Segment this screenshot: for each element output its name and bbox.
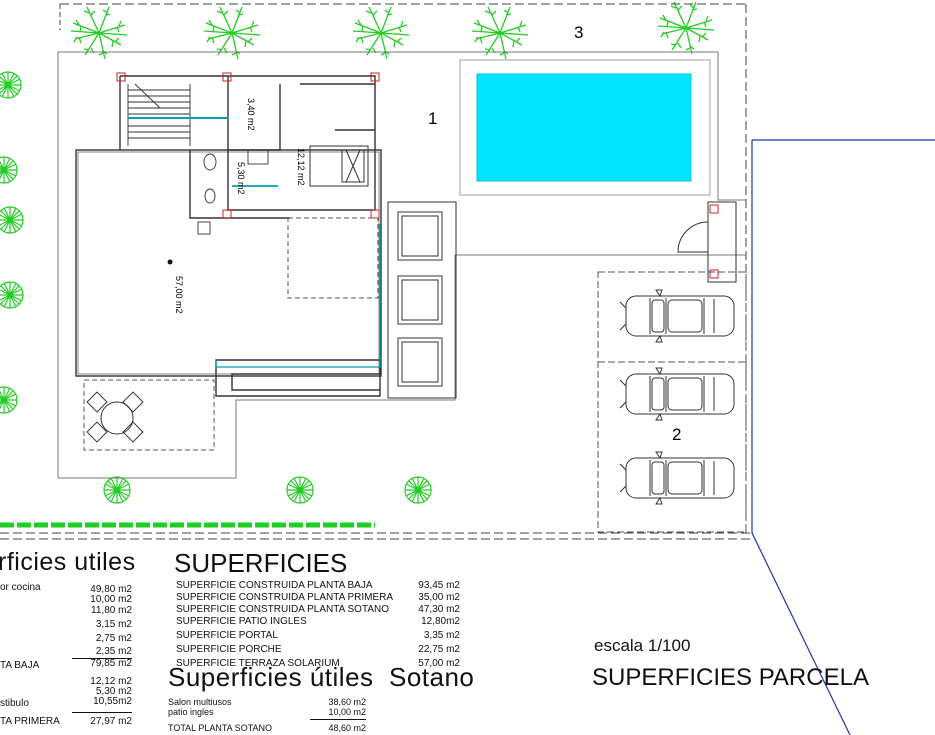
sup-label-4: SUPERFICIE PORTAL bbox=[176, 630, 278, 641]
left-row-value-0: 49,80 m2 bbox=[90, 584, 132, 595]
left-row-label-6: TA BAJA bbox=[0, 660, 40, 671]
dining-table bbox=[83, 379, 215, 451]
left-row-label-9: stibulo bbox=[0, 698, 29, 709]
left-row-value-3: 3,15 m2 bbox=[95, 619, 132, 630]
terrace-platform bbox=[57, 51, 746, 479]
staircase bbox=[127, 83, 228, 146]
sup-label-3: SUPERFICIE PATIO INGLES bbox=[176, 616, 307, 627]
sup-value-3: 12,80m2 bbox=[421, 616, 460, 627]
sup-value-6: 57,00 m2 bbox=[418, 658, 460, 669]
parked-cars bbox=[619, 289, 735, 505]
columns bbox=[116, 72, 719, 279]
sup-value-1: 35,00 m2 bbox=[418, 592, 460, 603]
left-row-label-0: or cocina bbox=[0, 582, 41, 593]
left-row-value-9: 10,55m2 bbox=[93, 696, 132, 707]
parcel-title: SUPERFICIES PARCELA bbox=[592, 664, 869, 691]
bed bbox=[309, 145, 369, 187]
bath-area-label: 5,30 m2 bbox=[236, 162, 246, 195]
left-table-rule-2 bbox=[72, 712, 132, 713]
boundary-line bbox=[751, 139, 935, 735]
sup-label-1: SUPERFICIE CONSTRUIDA PLANTA PRIMERA bbox=[176, 592, 394, 603]
left-row-label-10: TA PRIMERA bbox=[0, 716, 60, 727]
sup-value-5: 22,75 m2 bbox=[418, 644, 460, 655]
sotano-value-1: 10,00 m2 bbox=[328, 707, 366, 717]
water-pipe-terrace bbox=[215, 224, 381, 368]
zone-label-2: 2 bbox=[672, 425, 681, 444]
left-table-title: rficies utiles bbox=[0, 548, 136, 576]
garage bbox=[597, 271, 747, 533]
left-shrubs bbox=[0, 71, 432, 504]
palm-tree-group bbox=[70, 1, 715, 60]
sotano-value-2: 48,60 m2 bbox=[328, 723, 366, 733]
sup-label-6: SUPERFICIE TERRAZA SOLARIUM bbox=[176, 658, 340, 669]
zone-label-3: 3 bbox=[574, 23, 583, 42]
sotano-label-2: TOTAL PLANTA SOTANO bbox=[168, 723, 273, 733]
zone-label-1: 1 bbox=[428, 109, 437, 128]
sotano-value-0: 38,60 m2 bbox=[328, 697, 366, 707]
porch-outline bbox=[287, 217, 379, 299]
sotano-label-0: Salon multiusos bbox=[168, 697, 232, 707]
plot-boundary bbox=[0, 3, 752, 540]
left-row-value-7: 12,12 m2 bbox=[90, 676, 132, 687]
left-row-value-1: 10,00 m2 bbox=[90, 594, 132, 605]
sup-value-0: 93,45 m2 bbox=[418, 580, 460, 591]
sotano-rule bbox=[310, 719, 366, 720]
sotano-title: Superficies útiles Sotano bbox=[168, 662, 475, 692]
sotano-table: Salon multiusos 38,60 m2 patio ingles 10… bbox=[168, 696, 378, 735]
sup-value-4: 3,35 m2 bbox=[423, 630, 460, 641]
stair-area-label: 3,40 m2 bbox=[246, 98, 256, 131]
terrace-area-label: 57,00 m2 bbox=[174, 276, 184, 314]
planter-boxes bbox=[387, 201, 457, 399]
sotano-label-1: patio ingles bbox=[168, 707, 214, 717]
left-row-value-5: 2,35 m2 bbox=[95, 646, 132, 657]
left-table: or cocina 49,80 m2 10,00 m2 11,80 m2 3,1… bbox=[0, 582, 140, 735]
entrance-portal bbox=[677, 201, 737, 283]
sup-label-2: SUPERFICIE CONSTRUIDA PLANTA SOTANO bbox=[176, 604, 389, 615]
sup-value-2: 47,30 m2 bbox=[418, 604, 460, 615]
superficies-title: SUPERFICIES bbox=[174, 548, 348, 578]
bathroom-fixtures bbox=[197, 149, 269, 235]
house-walls bbox=[75, 75, 382, 397]
bedroom-area-label: 12,12 m2 bbox=[296, 148, 306, 186]
superficies-table: SUPERFICIE CONSTRUIDA PLANTA BAJA 93,45 … bbox=[176, 580, 466, 670]
drain-point bbox=[167, 259, 173, 265]
left-row-value-4: 2,75 m2 bbox=[95, 633, 132, 644]
scale-label: escala 1/100 bbox=[594, 636, 691, 655]
left-row-value-10: 27,97 m2 bbox=[90, 716, 132, 727]
left-table-rule-1 bbox=[72, 658, 132, 659]
left-row-value-8: 5,30 m2 bbox=[95, 686, 132, 697]
left-row-value-6: 79,85 m2 bbox=[90, 658, 132, 669]
sup-label-0: SUPERFICIE CONSTRUIDA PLANTA BAJA bbox=[176, 580, 373, 591]
sup-label-5: SUPERFICIE PORCHE bbox=[176, 644, 282, 655]
left-row-value-2: 11,80 m2 bbox=[91, 605, 132, 616]
swimming-pool bbox=[476, 73, 692, 182]
pool-deck-outline bbox=[459, 59, 711, 196]
